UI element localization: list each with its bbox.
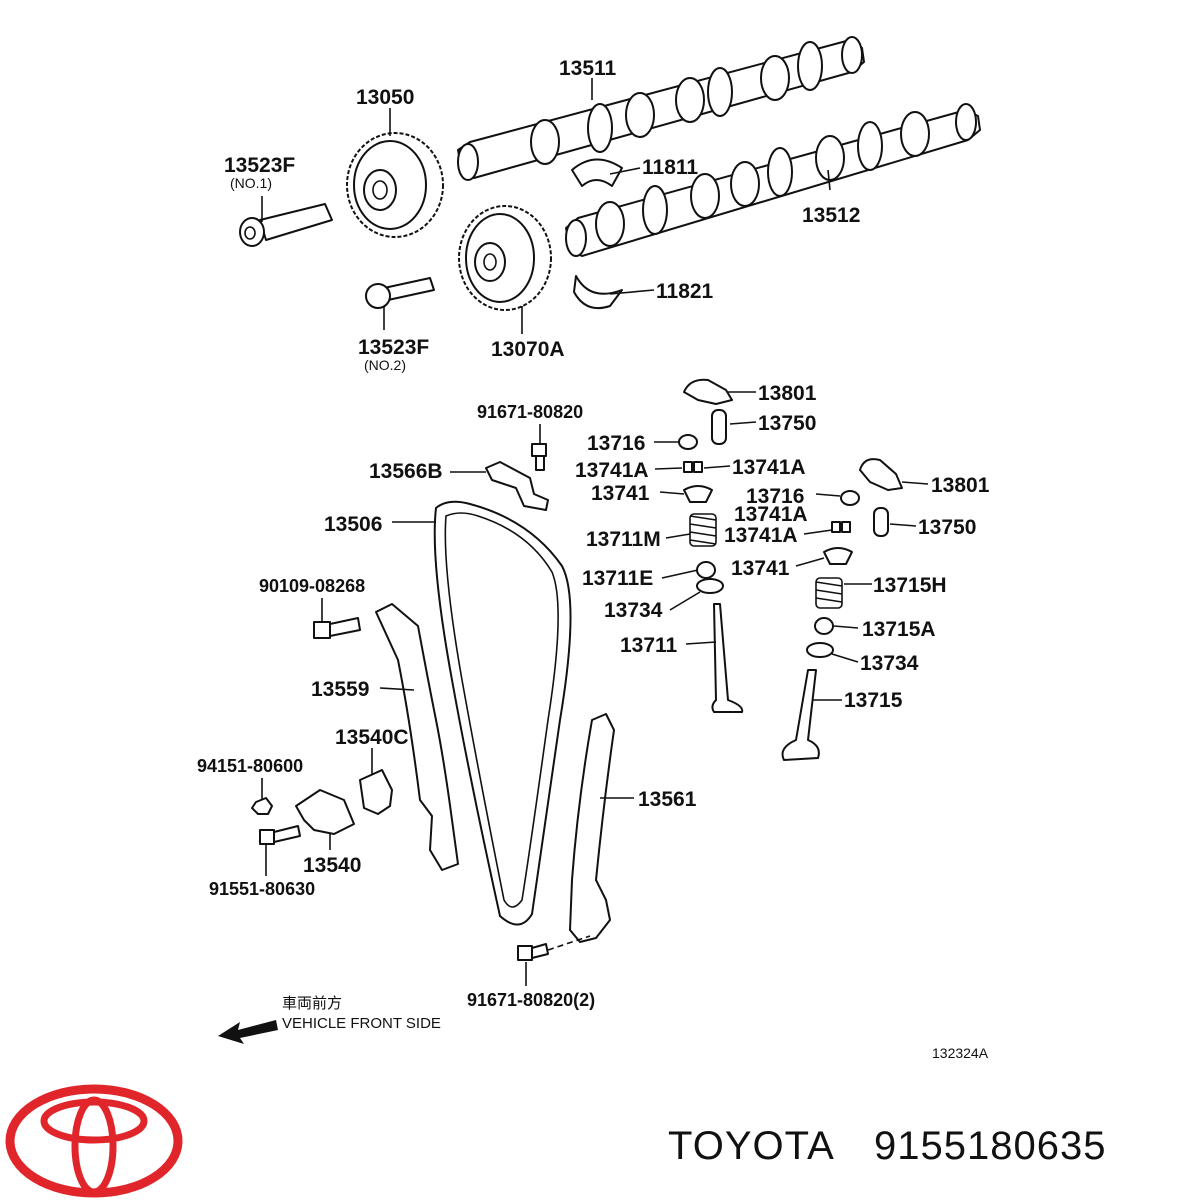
spring-13715h-shape [815,577,843,609]
label-91671-80820-2: 91671-80820(2) [467,990,595,1010]
label-13741-b: 13741 [731,557,790,580]
retainer-13741-b-shape [823,547,853,565]
keeper-13741a-c-shape [831,521,841,533]
label-13715: 13715 [844,689,903,712]
rocker-arm-13801-a-shape [683,378,733,405]
diagram-reference-number: 132324A [932,1045,989,1061]
label-13523f-no2-sub: (NO.2) [364,357,406,373]
label-13559: 13559 [311,678,369,701]
rocker-arm-13801-b-shape [859,458,903,491]
tensioner-slipper-13559-shape [375,603,459,871]
nut-94151-shape [251,797,273,815]
label-13716-b: 13716 [746,485,804,508]
valve-13715-shape [781,669,820,761]
lash-adjuster-13750-b-shape [873,507,889,537]
label-13523f-no2: 13523F [358,336,429,359]
label-13711: 13711 [620,634,678,657]
bolt-13523f-no2-shape [365,277,435,309]
front-arrow-icon [218,1020,278,1044]
label-13540c: 13540C [335,726,409,749]
label-13750-b: 13750 [918,516,976,539]
leader-lines [261,78,929,986]
label-13711m: 13711M [586,528,661,551]
valve-seal-13711e-shape [696,561,716,579]
chain-13506-shape [433,500,572,926]
keeper-13741a-d-shape [841,521,851,533]
brand-part-number: 9155180635 [874,1124,1106,1168]
label-13715h: 13715H [873,574,947,597]
direction-note-jp: 車両前方 [282,995,342,1012]
label-13050: 13050 [356,86,414,109]
washer-13734-a-shape [696,578,724,594]
brand-name: TOYOTA [668,1124,835,1168]
label-13540: 13540 [303,854,361,877]
toyota-logo-icon [5,1084,183,1198]
label-13711e: 13711E [582,567,653,590]
direction-note-en: VEHICLE FRONT SIDE [282,1015,441,1032]
bearing-11811-shape [571,158,623,187]
label-13716-a: 13716 [587,432,645,455]
chain-guide-13561-shape [569,713,615,943]
bearing-11821-shape [573,275,623,310]
retainer-13741-a-shape [683,485,713,503]
label-13715a: 13715A [862,618,936,641]
label-11821: 11821 [656,280,714,303]
tensioner-13540-shape [295,789,355,835]
label-94151-80600: 94151-80600 [197,756,303,776]
label-13741a-b: 13741A [732,456,806,479]
label-13511: 13511 [559,57,617,80]
label-13523f-no1: 13523F [224,154,295,177]
sprocket-13050-shape [346,132,444,238]
label-13070a: 13070A [491,338,565,361]
keeper-13741a-a-shape [683,461,693,473]
label-13506: 13506 [324,513,382,536]
shim-13716-b-shape [840,490,860,506]
label-13512: 13512 [802,204,860,227]
label-13741a-a: 13741A [575,459,649,482]
shim-13716-a-shape [678,434,698,450]
camshaft-13511 [457,36,865,181]
bolt-91551-shape [259,825,301,845]
label-91551-80630: 91551-80630 [209,879,315,899]
keeper-13741a-b-shape [693,461,703,473]
label-13734-b: 13734 [860,652,919,675]
label-13741-a: 13741 [591,482,650,505]
label-13750-a: 13750 [758,412,816,435]
bolt-90109-shape [313,617,361,639]
spring-13711m-shape [689,513,717,547]
gasket-13540c-shape [359,769,393,815]
label-13566b: 13566B [369,460,443,483]
label-13801-a: 13801 [758,382,817,405]
camshaft-13512 [565,103,981,257]
label-13741a-d: 13741A [724,524,798,547]
bolt-13523f-no1-shape [239,203,333,247]
lash-adjuster-13750-a-shape [711,409,727,445]
label-13801-b: 13801 [931,474,990,497]
valve-13711-shape [711,603,744,713]
label-11811: 11811 [642,156,698,179]
label-13734-a: 13734 [604,599,663,622]
label-13561: 13561 [638,788,697,811]
chain-guide-13566b-shape [485,461,549,511]
bolt-91671-bottom-shape [517,943,549,961]
valve-seal-13715a-shape [814,617,834,635]
label-91671-top: 91671-80820 [477,402,583,422]
label-13741a-c: 13741A [734,503,808,526]
washer-13734-b-shape [806,642,834,658]
sprocket-13070a-shape [458,205,552,311]
label-13523f-no1-sub: (NO.1) [230,175,272,191]
bolt-91671-top-shape [531,443,547,471]
label-90109-08268: 90109-08268 [259,576,365,596]
